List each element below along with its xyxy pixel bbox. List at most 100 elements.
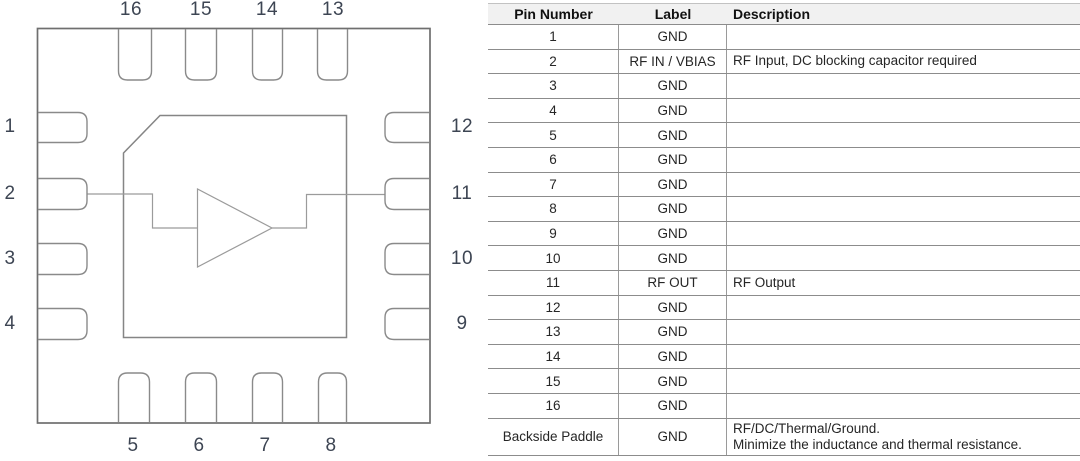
pin-label-cell: GND — [619, 418, 727, 455]
pin-number-cell: 13 — [488, 320, 619, 344]
pin-pad-10 — [384, 242, 429, 276]
pin-number-13: 13 — [321, 0, 345, 20]
header-pin-number: Pin Number — [514, 6, 593, 22]
table-row: 9 GND — [488, 221, 1080, 247]
pin-pad-15 — [184, 29, 218, 81]
pin-number-cell: 1 — [488, 25, 619, 49]
pin-number-9: 9 — [456, 313, 468, 334]
pin-pad-16 — [117, 29, 153, 81]
pin-pad-11 — [384, 177, 429, 211]
pin-number-11: 11 — [451, 183, 473, 204]
description-cell — [727, 84, 1080, 88]
table-row: 14 GND — [488, 344, 1080, 370]
pin-number-cell: 3 — [488, 74, 619, 98]
table-row: 10 GND — [488, 246, 1080, 271]
description-cell — [727, 404, 1080, 408]
pin-number-3: 3 — [4, 248, 16, 269]
qfn-package-drawing — [36, 27, 431, 424]
pin-number-7: 7 — [259, 435, 271, 456]
pin-number-cell: Backside Paddle — [488, 418, 619, 455]
pin-number-cell: 5 — [488, 123, 619, 147]
pin-number-cell: 10 — [488, 246, 619, 270]
table-row: 1 GND — [488, 25, 1080, 50]
pin-pad-9 — [384, 307, 429, 341]
description-cell — [727, 182, 1080, 186]
pin-label-cell: RF IN / VBIAS — [619, 49, 727, 74]
die-outline — [122, 114, 348, 339]
pin-number-2: 2 — [4, 183, 16, 204]
pin-number-cell: 4 — [488, 98, 619, 123]
pin-label-cell: GND — [619, 246, 727, 270]
pin-pad-1 — [38, 111, 88, 144]
pin-pad-5 — [117, 372, 151, 422]
pin-label-cell: GND — [619, 25, 727, 49]
description-cell — [727, 35, 1080, 39]
description-cell — [727, 379, 1080, 383]
pin-number-cell: 12 — [488, 295, 619, 320]
pin-pad-14 — [251, 29, 284, 81]
table-row: 5 GND — [488, 123, 1080, 148]
description-cell — [727, 207, 1080, 211]
pin-pad-6 — [184, 372, 218, 422]
pin-pad-2 — [38, 177, 88, 211]
pin-description-table: Pin Number Label Description 1 GND 2 RF … — [488, 3, 1080, 456]
pin-number-cell: 6 — [488, 147, 619, 172]
package-diagram: 16 15 14 13 1 2 3 4 12 11 10 9 5 6 7 8 — [0, 0, 485, 461]
table-row: 2 RF IN / VBIAS RF Input, DC blocking ca… — [488, 49, 1080, 75]
pin-label-cell: GND — [619, 123, 727, 147]
pin-number-cell: 8 — [488, 197, 619, 221]
description-cell — [727, 256, 1080, 260]
amp-output-line — [272, 193, 385, 229]
description-cell — [727, 158, 1080, 162]
pin-label-cell: GND — [619, 320, 727, 344]
pin-label-cell: RF OUT — [619, 270, 727, 295]
table-row: 16 GND — [488, 393, 1080, 419]
pin-pad-13 — [316, 29, 349, 81]
table-row: 4 GND — [488, 98, 1080, 124]
pin-number-cell: 7 — [488, 172, 619, 197]
pin-number-cell: 11 — [488, 270, 619, 295]
pin-label-cell: GND — [619, 197, 727, 221]
pin-label-cell: GND — [619, 172, 727, 197]
table-header-row: Pin Number Label Description — [488, 3, 1080, 25]
pin-number-cell: 15 — [488, 369, 619, 393]
amplifier-symbol — [87, 188, 385, 268]
description-cell — [727, 305, 1080, 309]
description-cell: RF/DC/Thermal/Ground. Minimize the induc… — [733, 420, 1022, 452]
pin-label-cell: GND — [619, 98, 727, 123]
pin-pad-4 — [38, 307, 88, 341]
description-cell — [727, 355, 1080, 359]
description-cell — [727, 109, 1080, 113]
amp-input-line — [87, 193, 197, 229]
description-cell: RF Output — [733, 274, 796, 290]
package-body — [36, 27, 431, 424]
pin-number-15: 15 — [189, 0, 213, 20]
pin-label-cell: GND — [619, 74, 727, 98]
table-row: 6 GND — [488, 147, 1080, 173]
pin-number-cell: 16 — [488, 393, 619, 418]
table-row: 11 RF OUT RF Output — [488, 270, 1080, 296]
pin-pad-7 — [251, 372, 284, 422]
pin-label-cell: GND — [619, 393, 727, 418]
pin-number-8: 8 — [325, 435, 337, 456]
pin-label-cell: GND — [619, 344, 727, 369]
pin-number-4: 4 — [4, 313, 16, 334]
description-cell — [727, 232, 1080, 236]
header-label: Label — [654, 6, 692, 22]
table-row: 15 GND — [488, 369, 1080, 394]
table-body: 1 GND 2 RF IN / VBIAS RF Input, DC block… — [488, 25, 1080, 456]
pin-label-cell: GND — [619, 369, 727, 393]
pin-number-12: 12 — [450, 116, 474, 137]
pin-pad-3 — [38, 242, 88, 276]
pin-label-cell: GND — [619, 221, 727, 246]
pin-number-14: 14 — [255, 0, 279, 20]
description-cell: RF Input, DC blocking capacitor required — [733, 53, 977, 69]
table-row: 12 GND — [488, 295, 1080, 321]
table-row: Backside Paddle GND RF/DC/Thermal/Ground… — [488, 418, 1080, 456]
pin-number-6: 6 — [193, 435, 205, 456]
pin-number-1: 1 — [4, 116, 16, 137]
pin-label-cell: GND — [619, 147, 727, 172]
pin-label-cell: GND — [619, 295, 727, 320]
pin-pad-8 — [317, 372, 348, 422]
pin-pad-12 — [384, 111, 429, 144]
